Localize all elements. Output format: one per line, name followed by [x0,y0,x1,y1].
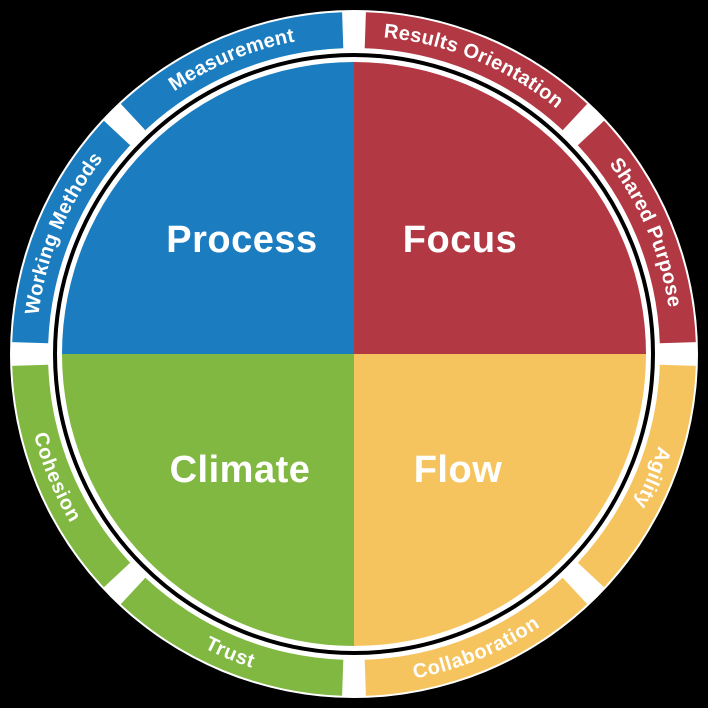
quadrant-process [62,62,354,354]
inner-circle-outline [53,53,655,655]
quadrant-flow [354,354,646,646]
quadrant-focus [354,62,646,354]
ring-segment-cohesion [12,364,131,588]
ring-segment-working-methods [12,120,131,344]
quadrant-label-process: Process [166,219,317,261]
ring-segment-results-orientation [364,12,588,131]
ring-segment-trust [120,577,344,696]
ring-segment-agility [577,364,696,588]
quadrant-climate [62,354,354,646]
ring-segment-shared-purpose [577,120,696,344]
quadrant-label-flow: Flow [414,449,503,491]
quadrant-label-climate: Climate [170,449,311,491]
ring-segment-collaboration [364,577,588,696]
quadrant-label-focus: Focus [403,219,517,261]
ring-segment-measurement [120,12,344,131]
